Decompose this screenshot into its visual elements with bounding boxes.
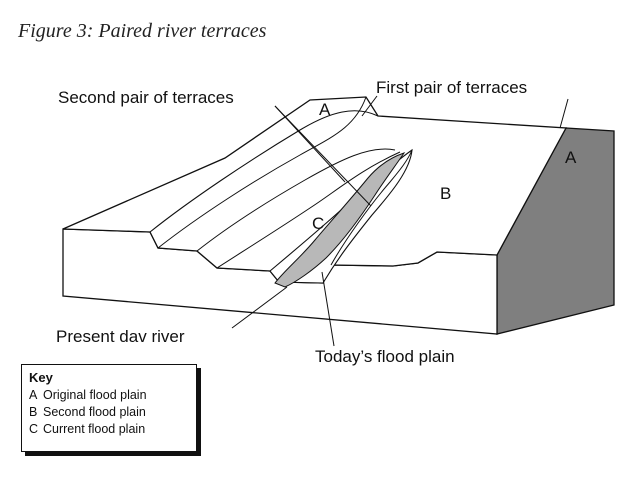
key-item: A Original flood plain [29, 387, 189, 404]
terrace-scarp-2 [157, 96, 367, 249]
key-item-letter: A [29, 388, 38, 402]
present-river-channel [274, 152, 406, 288]
leader-first-pair-2 [559, 98, 569, 129]
leader-flood-plain [321, 271, 335, 347]
key-item-text: Second flood plain [43, 405, 146, 419]
key-box: Key A Original flood plain B Second flood … [21, 364, 197, 452]
letter-a-left: A [319, 100, 331, 119]
letter-c: C [312, 214, 324, 233]
key-title: Key [29, 370, 53, 385]
leader-first-pair-1 [361, 95, 378, 117]
key-item-letter: C [29, 422, 39, 436]
label-second-pair: Second pair of terraces [58, 88, 234, 107]
key-item: B Second flood plain [29, 404, 189, 421]
leader-present-river [231, 286, 288, 329]
terrace-scarp-3 [196, 148, 396, 252]
key-item-letter: B [29, 405, 38, 419]
label-first-pair: First pair of terraces [376, 78, 527, 97]
terrace-scarp-1 [149, 110, 379, 233]
leader-second-pair-2 [274, 105, 372, 207]
key-item-text: Current flood plain [43, 422, 146, 436]
letter-a-right: A [565, 148, 577, 167]
letter-b: B [440, 184, 451, 203]
figure-title: Figure 3: Paired river terraces [18, 20, 267, 42]
key-item-text: Original flood plain [43, 388, 147, 402]
label-flood-plain: Today’s flood plain [315, 347, 455, 366]
terrace-scarp-4 [216, 151, 401, 269]
terrace-scarp-right [330, 149, 413, 266]
label-present-river: Present dav river [56, 327, 185, 346]
key-item: C Current flood plain [29, 421, 189, 438]
